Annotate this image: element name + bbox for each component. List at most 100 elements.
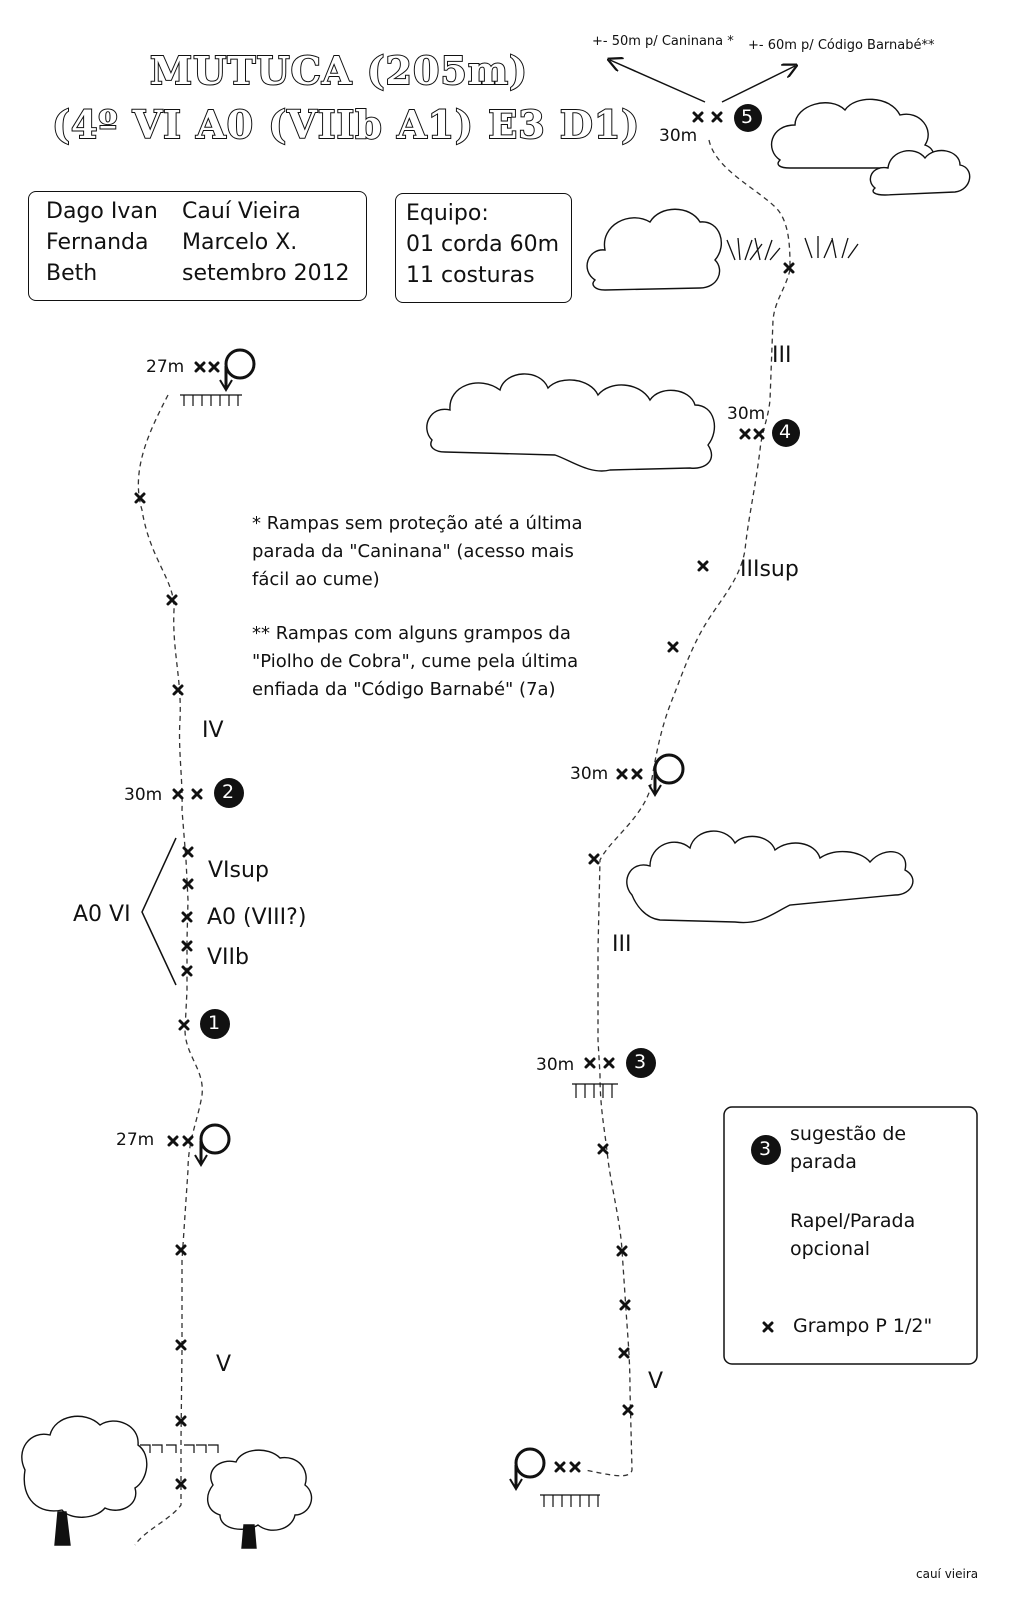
ground-grass — [140, 1444, 219, 1453]
bolt — [753, 428, 765, 440]
grade-label: III — [772, 343, 792, 368]
bolt — [172, 684, 184, 696]
note-line: ** Rampas com alguns grampos da — [252, 623, 571, 644]
bolt — [667, 641, 679, 653]
cloud-illustration — [426, 373, 716, 472]
cloud-illustration — [586, 208, 723, 291]
legend-station-icon — [751, 1135, 781, 1165]
bolt — [692, 111, 704, 123]
legend-line: Rapel/Parada — [790, 1210, 916, 1232]
bolt — [569, 1461, 581, 1473]
equipment-list: Equipo: 01 corda 60m 11 costuras — [406, 198, 559, 291]
bolt — [166, 594, 178, 606]
note-barnabe: ** Rampas com alguns grampos da "Piolho … — [252, 620, 578, 704]
legend-rappel-label: Rapel/Parada opcional — [790, 1207, 915, 1263]
bolt — [783, 262, 795, 274]
ledge-mark — [540, 1494, 600, 1507]
pitch-length: 30m — [659, 126, 698, 146]
note-line: enfiada da "Código Barnabé" (7a) — [252, 679, 556, 700]
note-line: "Piolho de Cobra", cume pela última — [252, 651, 579, 672]
bolt — [618, 1347, 630, 1359]
note-line: parada da "Caninana" (acesso mais — [252, 541, 574, 562]
legend-bolt-label: Grampo P 1/2" — [793, 1315, 933, 1337]
grade-label: VIIb — [207, 945, 249, 970]
team-member: Fernanda — [46, 230, 149, 255]
bolt — [182, 878, 194, 890]
climb-date: setembro 2012 — [182, 261, 350, 286]
bolt — [622, 1404, 634, 1416]
legend-station-label: sugestão de parada — [790, 1120, 906, 1176]
bolt — [167, 1135, 179, 1147]
bolt — [182, 1135, 194, 1147]
grade-label: A0 VI — [73, 902, 131, 927]
legend-line: parada — [790, 1151, 857, 1173]
team-member: Beth — [46, 261, 98, 286]
station-5 — [734, 104, 762, 132]
cloud-illustration — [626, 830, 914, 924]
grass-tuft — [726, 236, 859, 261]
legend-line: opcional — [790, 1238, 870, 1260]
bolt — [178, 1019, 190, 1031]
pitch-length: 27m — [116, 1130, 155, 1150]
tree-illustration — [21, 1415, 148, 1546]
legend-line: sugestão de — [790, 1123, 907, 1145]
team-member: Cauí Vieira — [182, 199, 301, 224]
equipment-box — [395, 193, 572, 303]
bolt — [631, 768, 643, 780]
ledge-mark — [572, 1083, 618, 1098]
legend-box — [723, 1106, 978, 1365]
author-credit: cauí vieira — [916, 1567, 979, 1581]
pitch-length: 30m — [570, 764, 609, 784]
grade-label: VIsup — [208, 858, 269, 883]
station-1 — [200, 1009, 230, 1039]
grade-label: IIIsup — [740, 557, 799, 582]
rappel-icon — [194, 1123, 231, 1167]
note-line: * Rampas sem proteção até a última — [252, 513, 583, 534]
bolt — [588, 853, 600, 865]
arrow-to-barnabe — [721, 66, 795, 103]
bolt — [739, 428, 751, 440]
bolt — [619, 1299, 631, 1311]
station-5-label: 5 — [741, 106, 754, 128]
left-route-line — [134, 394, 203, 1546]
grade-label: III — [612, 932, 632, 957]
topo-title: MUTUCA (205m) — [149, 47, 529, 94]
pitch-length: 30m — [124, 785, 163, 805]
pitch-length: 30m — [536, 1055, 575, 1075]
ledge-mark — [180, 394, 242, 406]
equipment-item: 11 costuras — [406, 263, 535, 288]
grade-label: IV — [202, 718, 224, 743]
team-member: Marcelo X. — [182, 230, 298, 255]
tree-illustration — [207, 1449, 313, 1549]
rappel-icon — [509, 1447, 546, 1491]
bolt — [208, 361, 220, 373]
bolt — [584, 1057, 596, 1069]
bolt — [172, 788, 184, 800]
rappel-icon — [219, 348, 256, 392]
team-member: Dago Ivan — [46, 199, 158, 224]
bolt — [191, 788, 203, 800]
bolt — [194, 361, 206, 373]
team-box — [28, 191, 367, 301]
station-2-label: 2 — [222, 781, 235, 803]
grade-label: V — [648, 1369, 664, 1394]
bolt — [697, 560, 709, 572]
bolt — [597, 1143, 609, 1155]
grade-label: A0 (VIII?) — [207, 905, 307, 930]
arrow-to-caninana — [610, 60, 706, 103]
team-col-2: Cauí Vieira Marcelo X. setembro 2012 — [182, 196, 350, 289]
equipment-item: 01 corda 60m — [406, 232, 560, 257]
station-4 — [772, 419, 800, 447]
grade-bracket — [141, 837, 177, 986]
bolt — [175, 1244, 187, 1256]
rappel-icon — [648, 753, 685, 797]
direction-barnabe: +- 60m p/ Código Barnabé** — [748, 38, 935, 53]
grade-label: V — [216, 1352, 232, 1377]
note-line: fácil ao cume) — [252, 569, 380, 590]
legend-station-number: 3 — [759, 1138, 772, 1160]
station-3-label: 3 — [634, 1051, 647, 1073]
equipment-heading: Equipo: — [406, 201, 489, 226]
cloud-illustration — [770, 98, 971, 196]
bolt — [616, 768, 628, 780]
